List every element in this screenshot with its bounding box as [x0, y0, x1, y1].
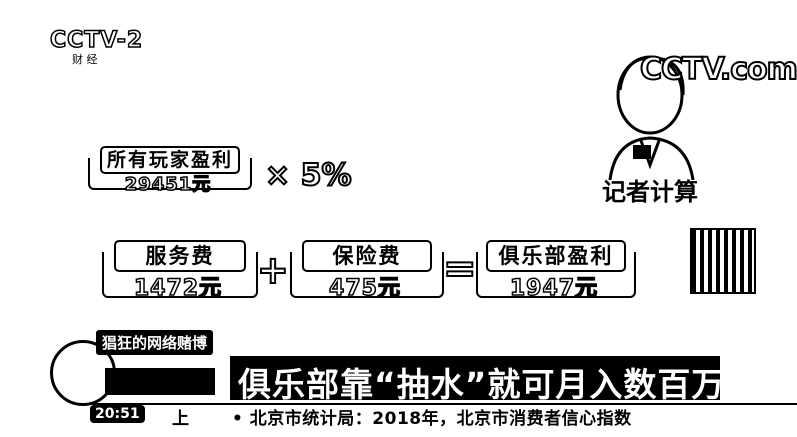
channel-logo-text: CCTV-2 — [49, 27, 144, 54]
multiply-rate: × 5% — [264, 157, 353, 194]
insurance-fee-value: 475元 — [328, 275, 401, 302]
service-fee-value: 1472元 — [133, 275, 223, 302]
insurance-fee-label: 保险费 — [302, 240, 432, 272]
equals-operator: = — [442, 245, 477, 293]
channel-logo-subtext: 财 经 — [72, 53, 98, 66]
insurance-bracket — [290, 252, 444, 298]
watermark-logo: CCTV.com — [639, 51, 797, 88]
all-players-profit-label: 所有玩家盈利 — [100, 146, 240, 174]
top-bracket — [88, 158, 252, 190]
club-profit-label: 俱乐部盈利 — [486, 240, 626, 272]
ticker-left-text: 上 — [172, 409, 189, 429]
news-ticker: • 北京市统计局：2018年，北京市消费者信心指数 — [232, 409, 632, 429]
ticker-bar — [85, 403, 797, 431]
program-name: 经济信息联播 — [105, 368, 215, 395]
qr-code — [690, 228, 756, 294]
service-bracket — [102, 252, 258, 298]
service-fee-label: 服务费 — [114, 240, 246, 272]
reporter-label: 记者计算 — [602, 178, 698, 206]
headline-bar — [230, 356, 720, 400]
headline: 俱乐部靠“抽水”就可月入数百万 — [238, 365, 726, 404]
channel-logo: CCTV-2 财 经 — [49, 27, 145, 78]
topic-tag: 猖狂的网络赌博 — [96, 330, 214, 355]
plus-operator: + — [256, 247, 290, 293]
club-bracket — [476, 252, 636, 298]
reporter-illustration — [608, 55, 695, 181]
club-profit-value: 1947元 — [509, 275, 599, 302]
all-players-profit-value: 29451元 — [124, 173, 212, 196]
clock: 20:51 — [90, 405, 145, 423]
